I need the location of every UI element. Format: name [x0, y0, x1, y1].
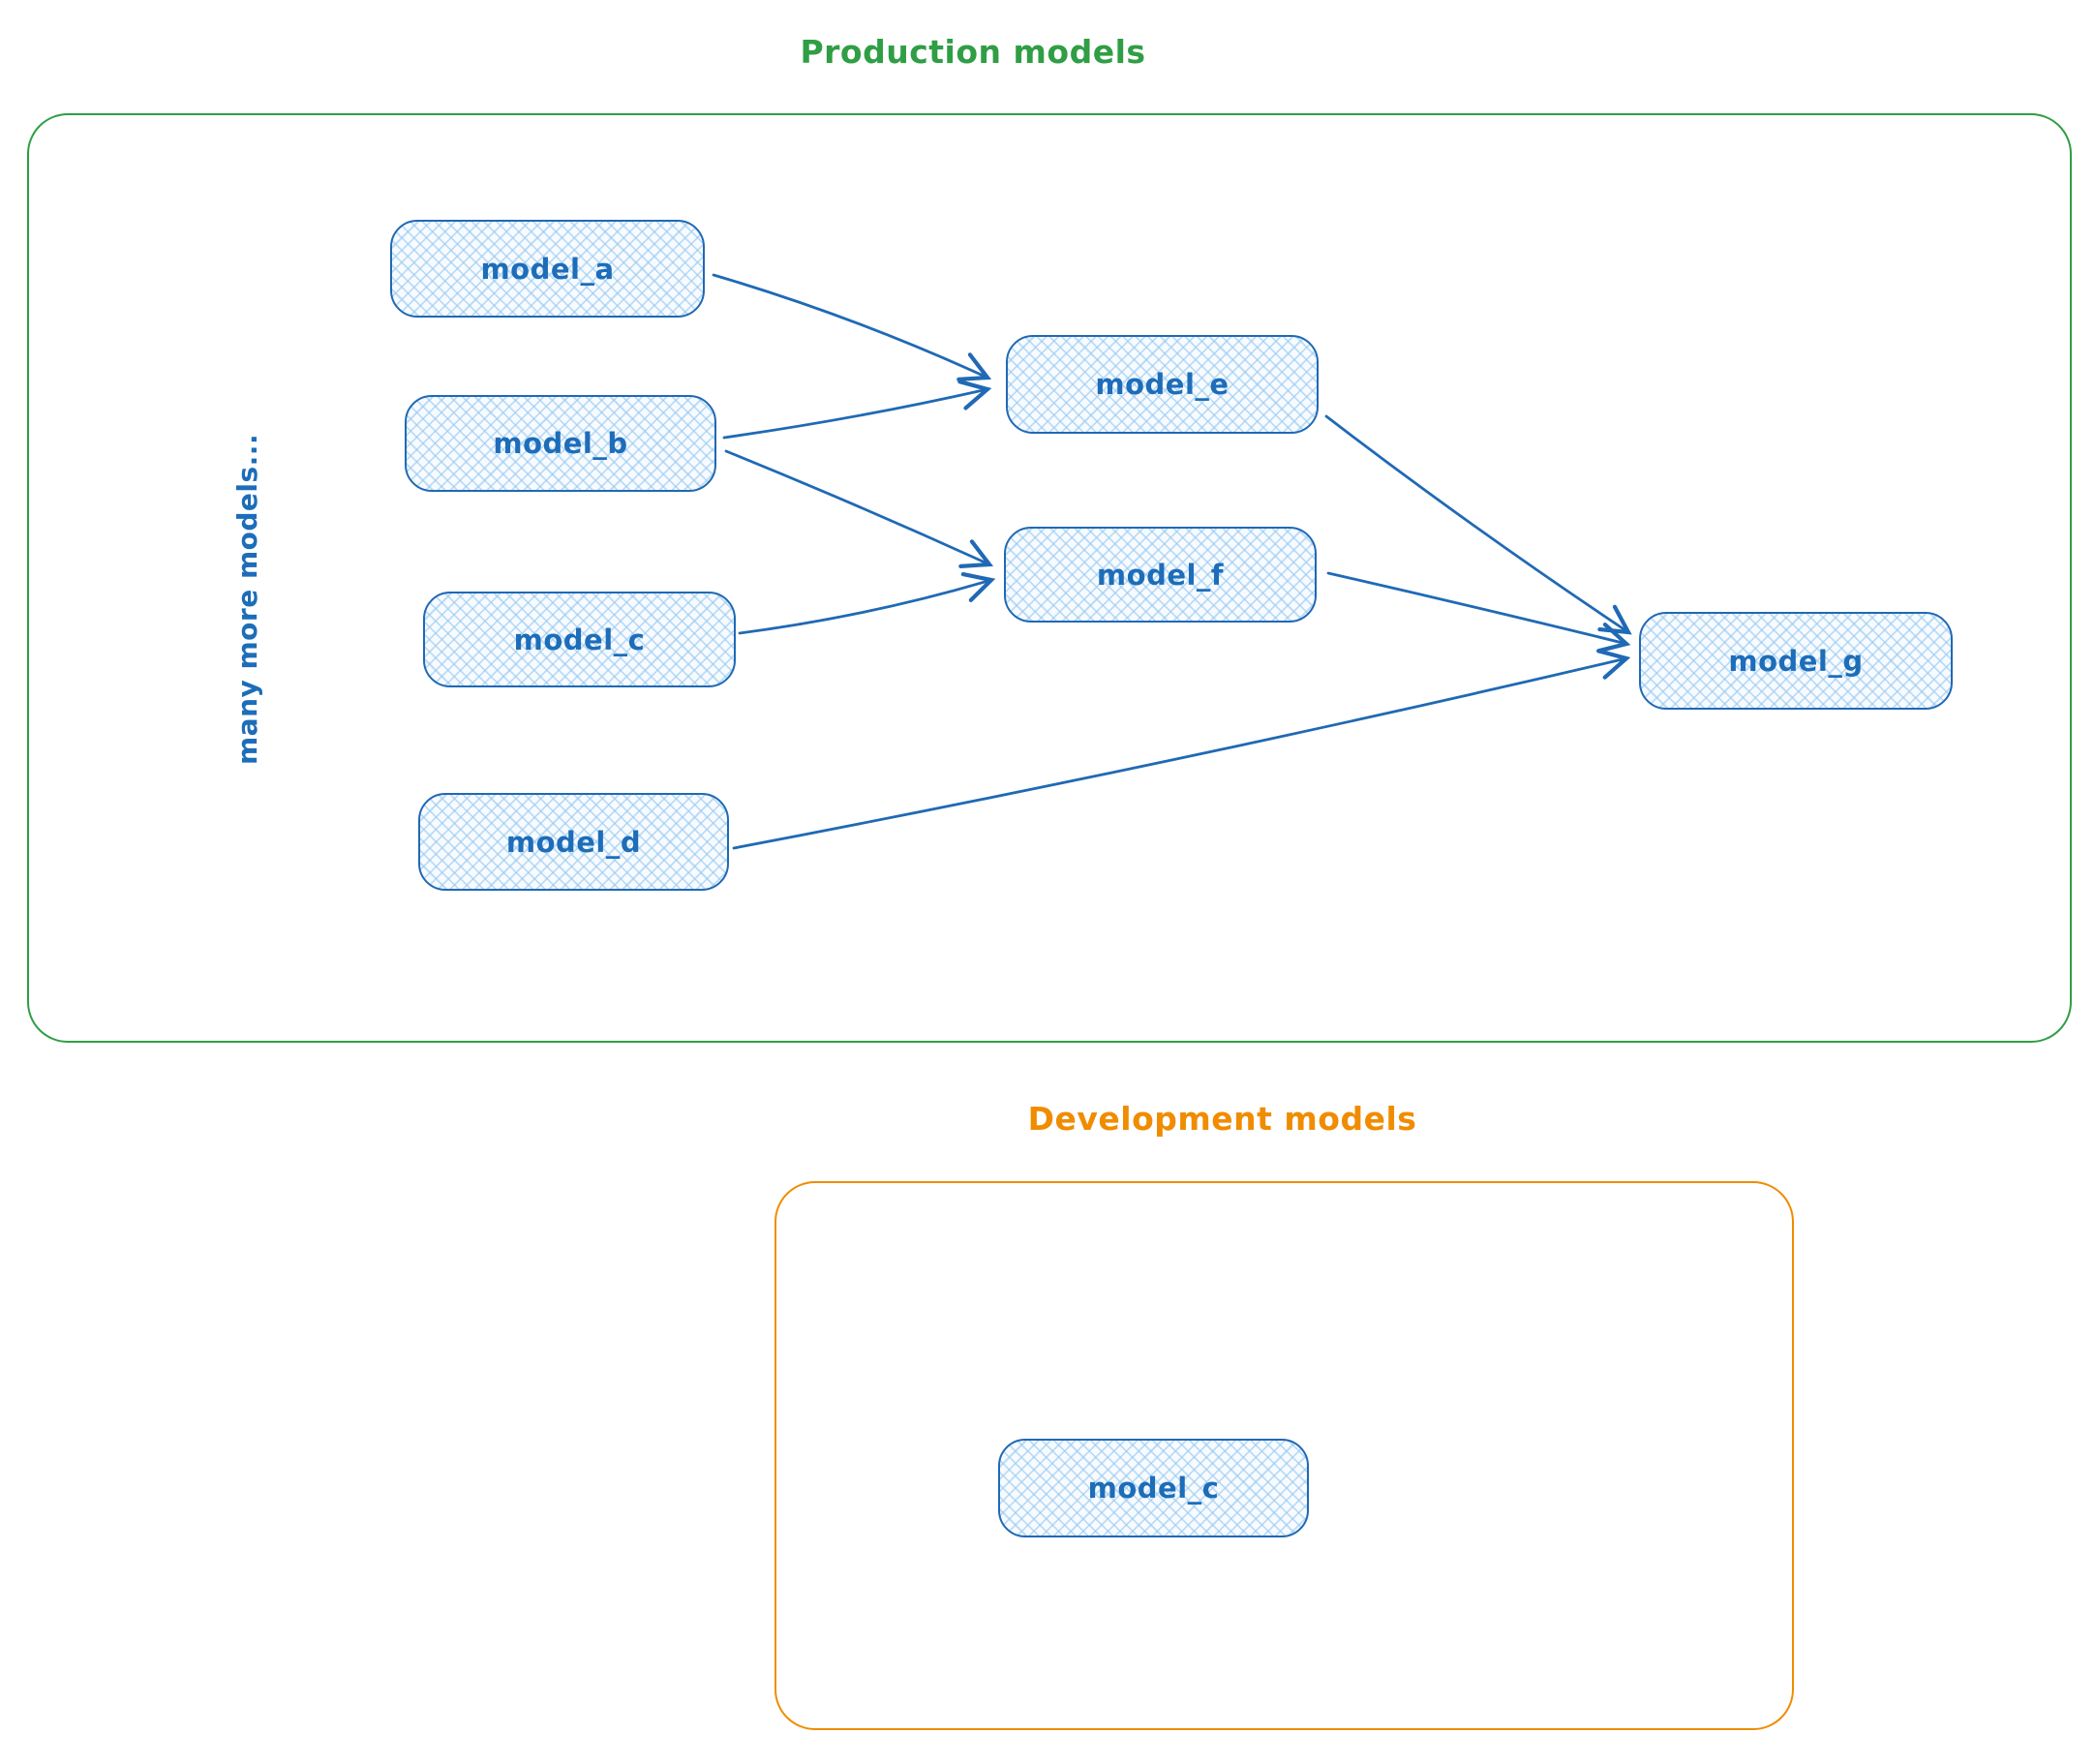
development-frame — [774, 1181, 1794, 1730]
node-model-b: model_b — [405, 395, 716, 492]
node-model-f: model_f — [1004, 527, 1317, 623]
node-model-c-label: model_c — [513, 623, 646, 656]
node-model-a-label: model_a — [480, 252, 615, 286]
node-model-g-label: model_g — [1728, 644, 1864, 678]
node-dev-model-c-label: model_c — [1087, 1472, 1220, 1505]
node-model-d: model_d — [418, 793, 729, 891]
development-title: Development models — [1027, 1100, 1417, 1138]
node-model-e-label: model_e — [1095, 368, 1230, 401]
node-dev-model-c: model_c — [998, 1439, 1309, 1537]
node-model-g: model_g — [1639, 612, 1953, 710]
node-model-a: model_a — [390, 220, 705, 318]
node-model-d-label: model_d — [505, 825, 642, 859]
node-model-c: model_c — [423, 592, 736, 687]
production-frame — [27, 113, 2072, 1043]
production-title: Production models — [800, 33, 1146, 71]
node-model-e: model_e — [1006, 335, 1319, 434]
node-model-b-label: model_b — [493, 427, 628, 460]
many-more-models-note: many more models... — [231, 433, 263, 765]
node-model-f-label: model_f — [1096, 558, 1225, 592]
